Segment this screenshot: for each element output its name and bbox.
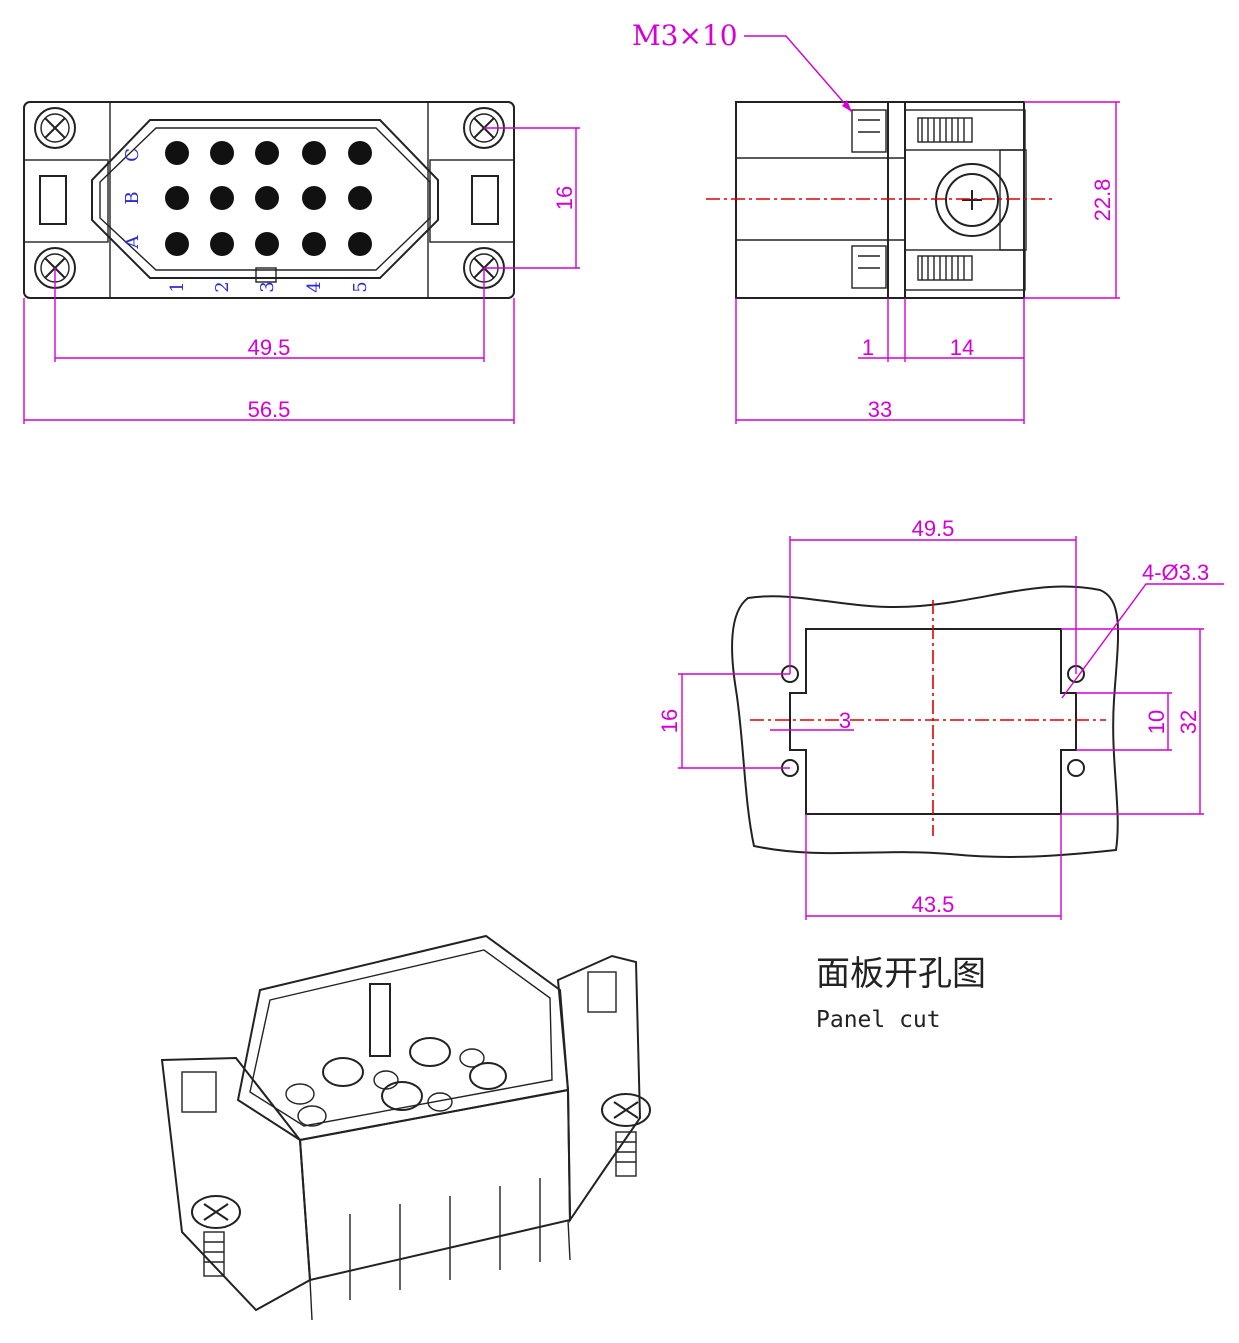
- clip-bottom-icon: [851, 245, 887, 289]
- col-label-2: 2: [212, 281, 233, 292]
- isometric-view: [160, 934, 651, 1321]
- coding-key: [255, 267, 277, 283]
- row-label-b: B: [122, 191, 143, 204]
- pin: [210, 232, 234, 256]
- left-latch: [39, 175, 67, 225]
- pin: [210, 141, 234, 165]
- pin: [255, 232, 279, 256]
- iso-contacts: [285, 1037, 507, 1127]
- dim-cut-width: 43.5: [912, 892, 955, 917]
- caption-cn: 面板开孔图: [816, 954, 986, 994]
- insert-outline: [91, 119, 439, 279]
- pin: [302, 186, 326, 210]
- panel-outline: [731, 585, 1120, 858]
- pin: [348, 186, 372, 210]
- insert-inner: [99, 127, 431, 271]
- dim-offset: 1: [862, 335, 874, 360]
- iso-rim-inner: [249, 949, 553, 1127]
- clip-top-icon: [851, 109, 887, 153]
- iso-left-flange: [160, 1056, 312, 1312]
- pin: [165, 232, 189, 256]
- pin: [255, 141, 279, 165]
- housing-inner: [109, 101, 429, 299]
- iso-screw-left-icon: [191, 1195, 241, 1277]
- dim-depth-front: 14: [950, 335, 974, 360]
- pin: [255, 186, 279, 210]
- row-label-a: A: [122, 235, 143, 250]
- pin: [302, 232, 326, 256]
- caption-en: Panel cut: [816, 1007, 941, 1033]
- iso-screw-right-icon: [601, 1093, 651, 1177]
- dim-height-16: 16: [552, 186, 577, 210]
- dim-mount-spacing: 49.5: [248, 335, 291, 360]
- pin: [348, 232, 372, 256]
- col-label-1: 1: [167, 281, 188, 292]
- col-label-4: 4: [304, 281, 325, 292]
- dim-side-height: 22.8: [1090, 179, 1115, 222]
- dim-overall-depth: 33: [868, 397, 892, 422]
- dim-hole-spec: 4-Ø3.3: [1142, 560, 1209, 585]
- iso-body-front: [298, 1088, 572, 1282]
- col-label-5: 5: [350, 281, 371, 292]
- dim-panel-vertical-spacing: 16: [657, 709, 682, 733]
- thread-top-icon: [917, 117, 973, 143]
- latch-screw-icon: [935, 163, 1009, 237]
- dim-overall-width: 56.5: [248, 397, 291, 422]
- right-latch: [471, 175, 499, 225]
- screw-label: M3×10: [632, 19, 738, 52]
- left-flange: [23, 159, 109, 243]
- pin: [302, 141, 326, 165]
- mount-hole-icon: [1067, 759, 1085, 777]
- pin-array: [165, 141, 372, 256]
- col-label-3: 3: [257, 281, 278, 292]
- pin: [165, 141, 189, 165]
- pin: [210, 186, 234, 210]
- panel-cut-view: 49.5 4-Ø3.3 16 3 10 32 43.5 面板开孔图 Panel …: [657, 516, 1224, 1033]
- pin: [165, 186, 189, 210]
- dim-notch: 3: [839, 708, 851, 733]
- thread-bottom-icon: [917, 255, 973, 281]
- dim-panel-hole-spacing: 49.5: [912, 516, 955, 541]
- iso-right-flange: [556, 954, 642, 1224]
- dim-cut-height: 32: [1176, 710, 1201, 734]
- row-label-c: C: [122, 148, 143, 162]
- side-view: M3×10 22.8 1 14 33: [632, 19, 1120, 424]
- front-view: C B A 1 2 3 4 5 16 49.5 56.5: [23, 101, 580, 424]
- screw-top-left-icon: [34, 107, 76, 149]
- side-housing: [735, 101, 1025, 299]
- dim-notch-height: 10: [1144, 710, 1169, 734]
- pin: [348, 141, 372, 165]
